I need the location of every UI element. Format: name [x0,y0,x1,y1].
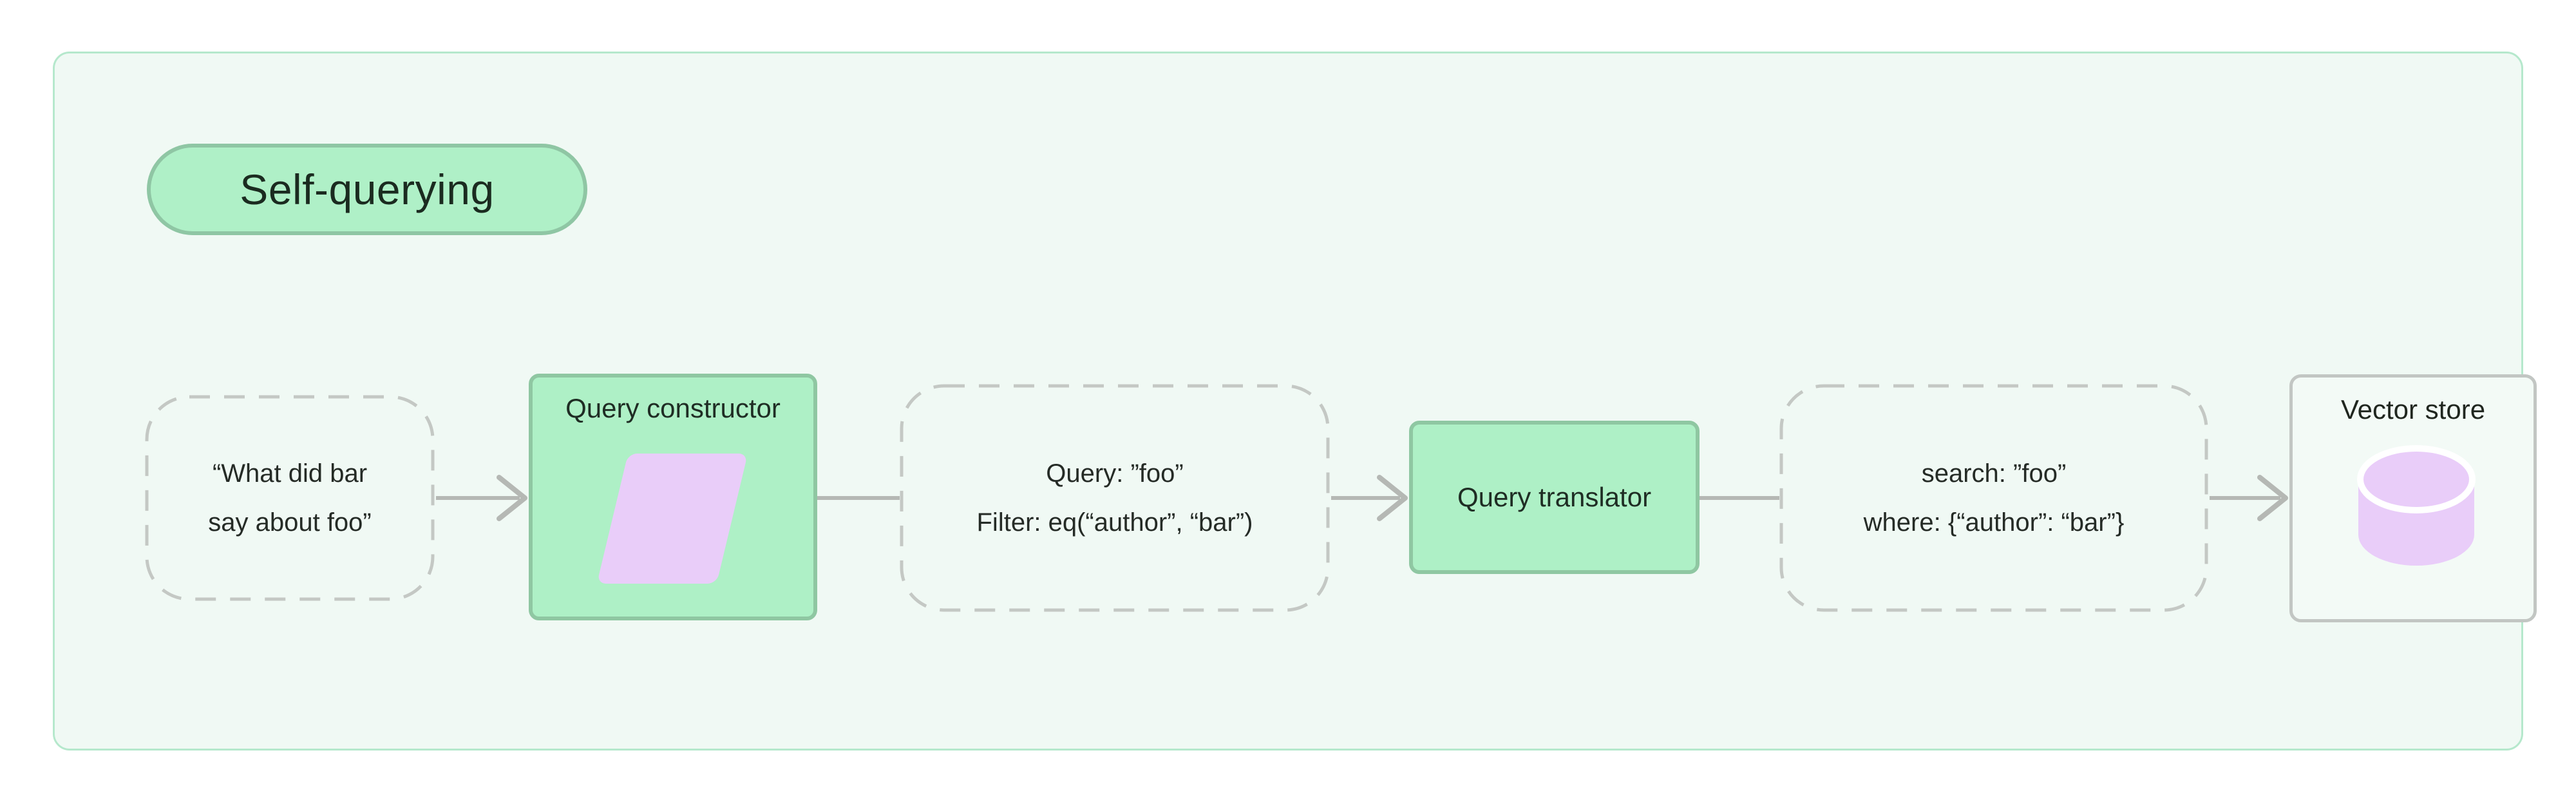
arrowhead-icon [497,475,527,521]
connector-line-4 [1700,496,1779,500]
parallelogram-icon [596,454,748,584]
dashed-border [145,395,435,601]
dashed-border [900,384,1330,612]
structured-query-line-1: Query: ”foo” [1046,459,1184,488]
database-icon [2357,445,2476,566]
query-constructor-label: Query constructor [565,393,781,423]
diagram-card: Self-querying “What did bar say about fo… [53,52,2537,751]
dashed-border [1779,384,2208,612]
connector-line-2 [817,496,900,500]
connector-arrow-5 [2210,475,2288,521]
node-native-query: search: ”foo” where: {“author”: “bar”} [1779,384,2208,612]
node-user-query: “What did bar say about foo” [145,395,435,601]
arrowhead-icon [2257,475,2288,521]
diagram-title-badge: Self-querying [147,144,587,235]
connector-arrow-3 [1331,475,1408,521]
node-query-constructor: Query constructor [529,374,817,620]
connector-arrow-1 [436,475,527,521]
arrowhead-icon [1377,475,1408,521]
node-query-translator: Query translator [1409,421,1700,574]
diagram-title: Self-querying [240,166,495,213]
native-query-line-1: search: ”foo” [1921,459,2067,488]
node-structured-query: Query: ”foo” Filter: eq(“author”, “bar”) [900,384,1330,612]
structured-query-line-2: Filter: eq(“author”, “bar”) [976,508,1253,537]
node-vector-store: Vector store [2289,374,2537,622]
query-translator-label: Query translator [1457,482,1652,512]
native-query-line-2: where: {“author”: “bar”} [1863,508,2125,537]
vector-store-label: Vector store [2340,394,2486,425]
user-query-line-1: “What did bar [212,459,368,488]
user-query-line-2: say about foo” [208,508,372,537]
